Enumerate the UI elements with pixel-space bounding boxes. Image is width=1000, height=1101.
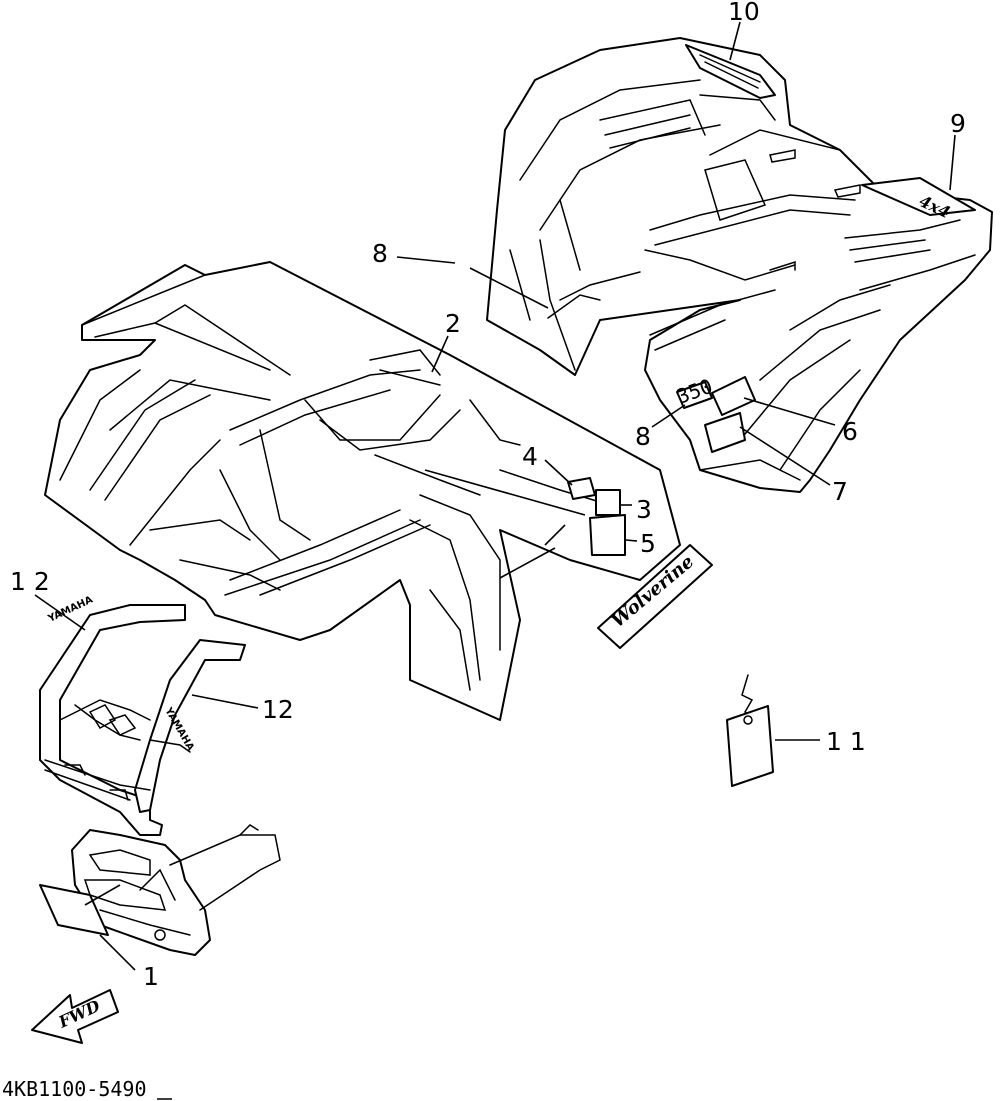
callout-11: 1 1 [826,727,866,756]
front-fender: Wolverine [44,261,713,721]
front-guard: YAMAHA YAMAHA [39,594,246,836]
callout-4: 4 [522,442,538,471]
fwd-arrow: FWD [31,989,119,1044]
leader-lines [34,21,956,971]
part-number: 4KB1100-5490 [2,1077,147,1101]
callout-9: 9 [950,109,966,138]
callout-8-lower: 8 [635,422,651,451]
callout-10: 10 [728,0,760,26]
callout-12-right: 12 [262,695,294,724]
rear-fender: 4x4 350 [486,37,993,493]
callout-3: 3 [636,495,652,524]
callout-2: 2 [445,309,461,338]
tag-part-11 [726,674,774,787]
callout-5: 5 [640,529,656,558]
callout-1: 1 [143,962,159,991]
callouts: 1 2 3 4 5 6 7 8 8 9 10 1 1 1 2 12 [10,0,966,991]
callout-6: 6 [842,417,858,446]
callout-12-left: 1 2 [10,567,50,596]
callout-8-upper: 8 [372,239,388,268]
front-panel [39,824,281,956]
callout-7: 7 [832,477,848,506]
